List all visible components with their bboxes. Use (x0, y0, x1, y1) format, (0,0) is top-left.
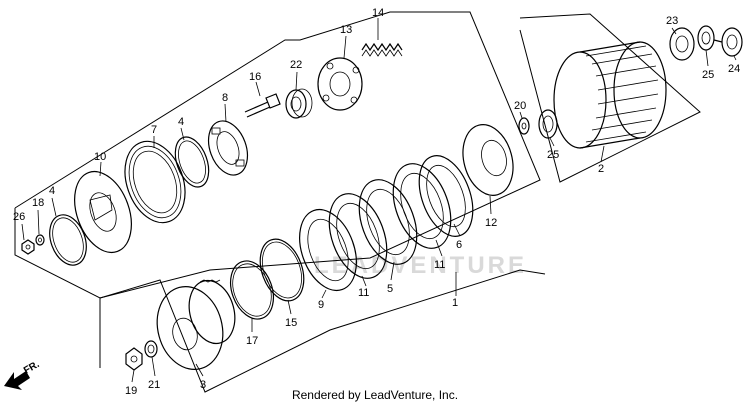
part-10-clutch-plate (74, 170, 132, 254)
watermark: LEADVENTURE (314, 252, 527, 279)
callout-20: 21 (148, 379, 160, 391)
callout-11b: 11 (358, 287, 369, 299)
callout-5: 5 (387, 283, 393, 295)
callout-19: 18 (32, 197, 44, 209)
part-11-disc-2 (392, 163, 452, 249)
callout-25b: 25 (702, 69, 714, 81)
part-25-washer (697, 25, 715, 51)
callout-24: 23 (666, 15, 678, 27)
callout-22: 24 (728, 63, 740, 75)
part-2-drum (553, 41, 667, 149)
callout-13: 13 (340, 24, 352, 36)
part-24-bearing (669, 27, 695, 61)
part-9-retainer (207, 120, 249, 176)
callout-1: 1 (452, 297, 458, 309)
callout-26: 26 (13, 211, 25, 223)
rendered-by-footer: Rendered by LeadVenture, Inc. (291, 388, 459, 402)
callout-23: 22 (290, 59, 302, 71)
part-26-nut (21, 239, 35, 255)
part-7-disc (299, 208, 357, 292)
direction-label: FR. (22, 359, 42, 377)
part-8-ring (124, 140, 186, 224)
part-22-collar (713, 27, 743, 57)
part-20-washer (144, 340, 158, 358)
callout-10: 10 (94, 151, 106, 163)
callout-16: 17 (246, 335, 258, 347)
callout-2: 2 (598, 163, 604, 175)
part-6-disc (418, 155, 474, 237)
callout-4b: 4 (178, 116, 184, 128)
part-25-bearing (538, 109, 558, 139)
callout-21: 20 (514, 100, 526, 112)
callout-8: 7 (151, 124, 157, 136)
part-19-washer (35, 234, 45, 246)
part-18-nut (125, 347, 143, 371)
callout-4: 4 (49, 185, 55, 197)
callout-15: 15 (285, 317, 297, 329)
callouts: 26 18 4 10 7 4 8 16 22 13 14 20 25 2 12 … (13, 7, 740, 397)
callout-18: 19 (125, 385, 137, 397)
leader-lines (21, 18, 737, 383)
callout-3: 3 (200, 379, 206, 391)
part-13-hub (317, 57, 363, 111)
callout-12: 12 (485, 217, 497, 229)
part-11-disc (328, 193, 388, 279)
part-16-ring (229, 260, 275, 320)
part-14-spring (361, 42, 403, 57)
part-21-washer (518, 117, 530, 135)
callout-11: 11 (434, 259, 445, 271)
part-3-hub (156, 279, 236, 371)
part-23-bearing (285, 88, 313, 119)
part-12-plate (462, 124, 514, 196)
part-15-ring (259, 238, 305, 302)
callout-25: 25 (547, 149, 559, 161)
callout-17: 16 (249, 71, 261, 83)
part-4-snap-ring (49, 214, 87, 266)
front-direction-arrow: FR. (4, 359, 42, 390)
callout-7: 9 (318, 299, 324, 311)
callout-14: 14 (372, 7, 384, 19)
part-5-disc (358, 179, 418, 265)
part-17-bolt (244, 93, 281, 118)
callout-9: 8 (222, 92, 228, 104)
callout-6: 6 (456, 239, 462, 251)
